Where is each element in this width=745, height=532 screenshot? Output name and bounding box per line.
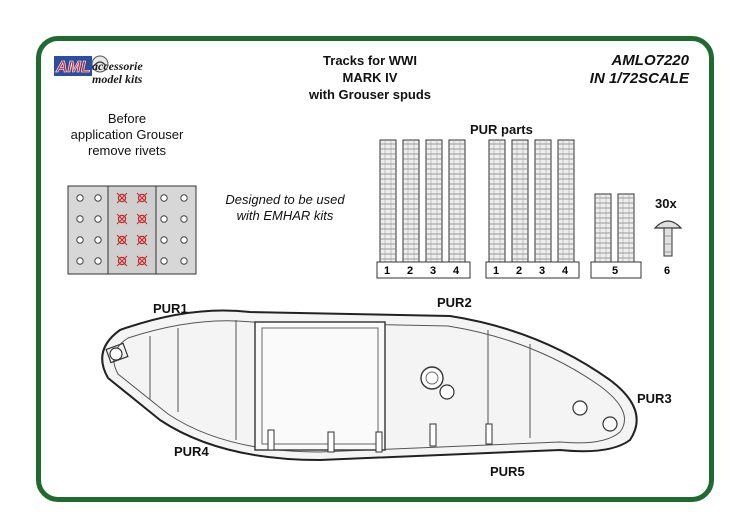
part-num-3b: 3 <box>539 265 545 277</box>
grouser-spud-part <box>653 220 683 257</box>
rivet-hole <box>180 215 188 223</box>
removed-rivet-mark <box>117 235 127 245</box>
title-line3: with Grouser spuds <box>308 87 432 102</box>
part-num-6: 6 <box>664 265 670 277</box>
note-line1: Before <box>107 111 147 126</box>
rivet-hole <box>76 215 84 223</box>
label-pur1: PUR1 <box>153 301 188 316</box>
removed-rivet-cross <box>136 192 148 204</box>
part-num-2a: 2 <box>407 265 413 277</box>
part-num-2b: 2 <box>516 265 522 277</box>
quantity-label: 30x <box>655 196 677 211</box>
tank-hull-panel <box>101 309 638 462</box>
label-pur5: PUR5 <box>490 464 525 479</box>
track-strip <box>617 193 635 263</box>
hull-rivet-studs <box>267 423 493 453</box>
label-pur2: PUR2 <box>437 295 472 310</box>
title-line2: MARK IV <box>342 70 398 85</box>
track-strip <box>511 139 529 263</box>
track-strip <box>488 139 506 263</box>
track-strip <box>594 193 612 263</box>
design-line1: Designed to be used <box>225 192 345 207</box>
code-line1: AMLO7220 <box>611 52 689 69</box>
rivet-hole <box>94 194 102 202</box>
pur-track-parts <box>379 139 635 263</box>
rivet-hole <box>76 236 84 244</box>
rivet-hole <box>94 257 102 265</box>
logo-line2: model kits <box>92 72 143 86</box>
rivet-hole <box>94 236 102 244</box>
part-num-1a: 1 <box>384 265 390 277</box>
code-line2: IN 1/72SCALE <box>589 70 689 87</box>
track-strip <box>379 139 397 263</box>
track-strip <box>402 139 420 263</box>
design-line2: with EMHAR kits <box>236 208 334 223</box>
rivet-hole <box>160 194 168 202</box>
removed-rivet-cross <box>116 213 128 225</box>
note-line2: application Grouser <box>70 127 184 142</box>
removed-rivet-cross <box>116 234 128 246</box>
svg-text:AML: AML <box>55 59 91 76</box>
rivet-hole <box>76 194 84 202</box>
rivet-hole <box>180 236 188 244</box>
design-note: Designed to be used with EMHAR kits <box>210 192 360 224</box>
removed-rivet-mark <box>137 214 147 224</box>
removed-rivet-mark <box>137 193 147 203</box>
part-num-4a: 4 <box>453 265 460 277</box>
removed-rivet-mark <box>117 256 127 266</box>
rivet-hole <box>160 257 168 265</box>
part-number-boxes <box>376 261 642 279</box>
track-strip <box>557 139 575 263</box>
document-title: Tracks for WWI MARK IV with Grouser spud… <box>270 52 470 103</box>
removed-rivet-mark <box>117 193 127 203</box>
logo-line1: accessorie <box>92 59 143 73</box>
part-num-3a: 3 <box>430 265 436 277</box>
part-num-4b: 4 <box>562 265 569 277</box>
removed-rivet-cross <box>116 192 128 204</box>
part-num-5: 5 <box>612 265 618 277</box>
part-num-1b: 1 <box>493 265 499 277</box>
removed-rivet-mark <box>117 214 127 224</box>
rivet-note: Before application Grouser remove rivets <box>62 111 192 159</box>
label-pur4: PUR4 <box>174 444 209 459</box>
rivet-hole <box>180 257 188 265</box>
rivet-hole <box>160 236 168 244</box>
removed-rivet-cross <box>136 255 148 267</box>
product-code: AMLO7220 IN 1/72SCALE <box>590 52 689 88</box>
rivet-hole <box>160 215 168 223</box>
track-plate-illustration <box>67 185 197 275</box>
removed-rivet-cross <box>116 255 128 267</box>
removed-rivet-mark <box>137 235 147 245</box>
aml-logo: AML <box>54 54 194 90</box>
label-pur3: PUR3 <box>637 391 672 406</box>
removed-rivet-cross <box>136 234 148 246</box>
rivet-hole <box>76 257 84 265</box>
rivet-hole <box>94 215 102 223</box>
removed-rivet-mark <box>137 256 147 266</box>
logo-graphic: AML <box>54 55 109 76</box>
track-strip <box>448 139 466 263</box>
track-strip <box>425 139 443 263</box>
pur-parts-title: PUR parts <box>470 122 533 137</box>
removed-rivet-cross <box>136 213 148 225</box>
title-line1: Tracks for WWI <box>323 53 417 68</box>
note-line3: remove rivets <box>87 143 167 158</box>
part-numbers: 1 2 3 4 1 2 3 4 5 6 <box>384 265 670 277</box>
logo-tagline: accessorie model kits <box>92 60 143 86</box>
track-strip <box>534 139 552 263</box>
rivet-hole <box>180 194 188 202</box>
